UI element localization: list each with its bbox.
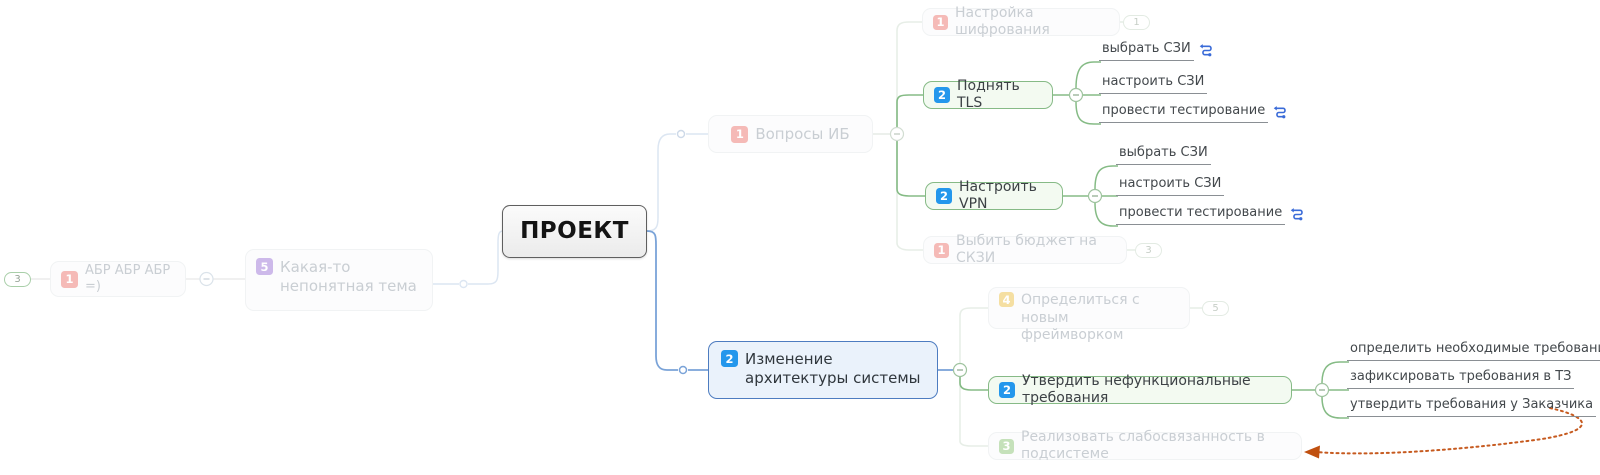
priority-1-icon: 1 <box>61 270 78 288</box>
topic-label: Поднять TLS <box>957 77 1020 112</box>
topic-link-icon[interactable] <box>1199 43 1214 58</box>
topic-choose-framework[interactable]: 4 Определиться с новым фреймворком <box>988 287 1190 343</box>
collapsed-count-badge[interactable]: 5 <box>1202 300 1229 316</box>
topic-security-questions[interactable]: 1 Вопросы ИБ <box>708 115 873 153</box>
topic-label: Утвердить нефункциональные требования <box>1022 372 1251 407</box>
junction-dot <box>678 365 688 375</box>
security-collapse-toggle[interactable] <box>889 126 905 142</box>
architecture-collapse-toggle[interactable] <box>952 362 968 378</box>
topic-configure-vpn[interactable]: 2 Настроить VPN <box>925 179 1063 212</box>
subtopic-label: определить необходимые требования <box>1347 341 1600 362</box>
topic-label: Реализовать слабосвязанность в подсистем… <box>1021 428 1265 463</box>
subtopic-label: настроить СЗИ <box>1116 176 1225 197</box>
collapsed-count-badge[interactable]: 3 <box>1135 243 1162 258</box>
architecture-green-branch <box>959 377 988 391</box>
subtopic-label: провести тестирование <box>1099 103 1269 124</box>
priority-1-icon: 1 <box>934 242 949 258</box>
topic-encryption-setup[interactable]: 1 Настройка шифрования <box>922 5 1120 38</box>
topic-unclear-theme[interactable]: 5 Какая-то непонятная тема <box>245 249 433 311</box>
subtopic-approve-with-customer[interactable]: утвердить требования у Заказчика <box>1347 397 1597 418</box>
topic-label: Определиться с новым фреймворком <box>1021 292 1140 343</box>
priority-2-icon: 2 <box>934 87 950 103</box>
topic-get-budget-skzi[interactable]: 1 Выбить бюджет на СКЗИ <box>923 233 1127 266</box>
topic-label: Настроить VPN <box>959 178 1037 213</box>
topic-architecture-change[interactable]: 2 Изменение архитектуры системы <box>708 341 938 399</box>
requirements-child-lines <box>1292 361 1349 419</box>
topic-link-icon[interactable] <box>1290 207 1305 222</box>
subtopic-label: провести тестирование <box>1116 205 1286 226</box>
subtopic-label: настроить СЗИ <box>1099 74 1208 95</box>
subtopic-label: выбрать СЗИ <box>1116 145 1211 166</box>
requirements-collapse-toggle[interactable] <box>1314 382 1330 398</box>
central-topic[interactable]: ПРОЕКТ <box>502 205 647 258</box>
junction-dot <box>459 279 468 289</box>
priority-2-icon: 2 <box>936 188 952 204</box>
subtopic-run-testing[interactable]: провести тестирование <box>1116 205 1305 226</box>
topic-loose-coupling[interactable]: 3 Реализовать слабосвязанность в подсист… <box>988 429 1302 462</box>
subtopic-choose-szi[interactable]: выбрать СЗИ <box>1099 41 1214 62</box>
priority-2-icon: 2 <box>999 382 1015 398</box>
tls-child-lines <box>1053 61 1101 125</box>
central-to-security-line <box>646 133 708 232</box>
topic-label: Изменение архитектуры системы <box>745 350 921 387</box>
vpn-child-lines <box>1063 165 1118 227</box>
subtopic-configure-szi[interactable]: настроить СЗИ <box>1116 176 1225 197</box>
topic-to-central-line <box>433 230 504 285</box>
subtopic-fix-requirements-tz[interactable]: зафиксировать требования в ТЗ <box>1347 369 1575 390</box>
priority-2-icon: 2 <box>721 350 738 367</box>
topic-link-icon[interactable] <box>1273 105 1288 120</box>
topic-label: Какая-то непонятная тема <box>280 258 417 295</box>
central-topic-label: ПРОЕКТ <box>520 218 629 245</box>
topic-label: Вопросы ИБ <box>755 124 850 143</box>
priority-4-icon: 4 <box>999 292 1014 307</box>
topic-label: АБР АБР АБР =) <box>85 262 171 294</box>
topic-label: Настройка шифрования <box>955 4 1050 39</box>
subtopic-define-requirements[interactable]: определить необходимые требования <box>1347 341 1600 362</box>
collapsed-count-badge[interactable]: 3 <box>4 271 31 287</box>
topic-raise-tls[interactable]: 2 Поднять TLS <box>923 78 1053 111</box>
priority-1-icon: 1 <box>933 14 948 30</box>
vpn-collapse-toggle[interactable] <box>1087 188 1103 204</box>
collapsed-count-badge[interactable]: 1 <box>1123 15 1150 30</box>
subtopic-label: выбрать СЗИ <box>1099 41 1194 62</box>
priority-3-icon: 3 <box>999 438 1014 454</box>
subtopic-choose-szi[interactable]: выбрать СЗИ <box>1116 145 1211 166</box>
subtopic-label: зафиксировать требования в ТЗ <box>1347 369 1575 390</box>
priority-5-icon: 5 <box>256 258 273 275</box>
topic-approve-requirements[interactable]: 2 Утвердить нефункциональные требования <box>988 373 1292 406</box>
subtopic-run-testing[interactable]: провести тестирование <box>1099 103 1288 124</box>
topic-label: Выбить бюджет на СКЗИ <box>956 232 1097 267</box>
junction-dot <box>676 129 686 139</box>
subtopic-configure-szi[interactable]: настроить СЗИ <box>1099 74 1208 95</box>
security-green-branches <box>896 94 925 197</box>
left-collapse-toggle[interactable] <box>199 271 214 287</box>
topic-abr[interactable]: 1 АБР АБР АБР =) <box>50 261 186 297</box>
tls-collapse-toggle[interactable] <box>1068 87 1084 103</box>
priority-1-icon: 1 <box>731 125 749 143</box>
subtopic-label: утвердить требования у Заказчика <box>1347 397 1597 418</box>
